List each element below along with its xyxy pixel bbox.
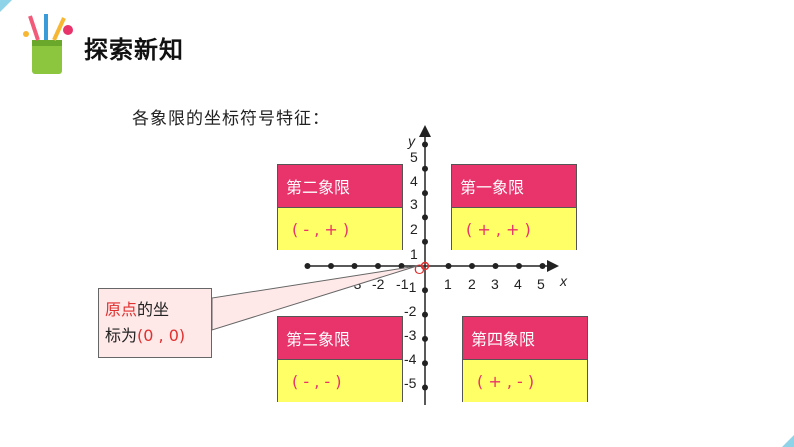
x-axis-dot [398,263,405,269]
pencil-cup-icon [23,14,73,74]
y-tick: 2 [410,221,418,237]
x-axis-dot [539,263,546,269]
quadrant-name: 第一象限 [452,165,576,208]
quadrant-fourth-box: 第四象限 ( + , - ) [462,316,588,402]
y-axis-dot [422,238,428,245]
callout-text: 的坐 [137,300,170,319]
y-tick: 4 [410,173,418,189]
corner-decoration [782,435,794,447]
quadrant-sign: ( + , + ) [452,208,576,250]
y-axis-dot [422,311,428,318]
subtitle: 各象限的坐标符号特征： [132,109,330,129]
origin-callout: 原点的坐 标为(0 , 0) [98,288,212,358]
y-tick: -3 [404,327,417,343]
x-tick: 2 [468,276,476,292]
quadrant-sign: ( + , - ) [463,360,587,402]
y-axis-dot [422,384,428,391]
x-tick: 1 [444,276,452,292]
y-axis-label: y [407,133,416,149]
y-tick: 1 [410,246,418,262]
corner-decoration [0,0,12,12]
x-axis-dot [375,263,381,269]
x-axis-dot [445,263,452,269]
callout-text: (0 , 0) [137,326,186,345]
quadrant-sign: ( - , + ) [278,208,402,250]
x-tick: -2 [372,276,385,292]
x-axis-dot [328,263,334,269]
x-axis-dot [516,263,522,269]
x-axis-label: x [559,273,568,289]
x-tick: -1 [396,276,409,292]
y-tick: -1 [404,279,417,295]
y-axis-dot [422,360,428,367]
quadrant-sign: ( - , - ) [278,360,402,402]
quadrant-name: 第三象限 [278,317,402,360]
y-axis-dot [422,141,428,148]
x-axis-dot [304,263,311,269]
y-tick: -5 [404,375,417,391]
origin-dot [420,261,430,271]
quadrant-second-box: 第二象限 ( - , + ) [277,164,403,250]
y-axis-dot [422,190,428,197]
origin-label: O [414,261,425,277]
y-axis-dot [422,335,428,342]
y-axis-dot [422,165,428,172]
page-title: 探索新知 [84,36,184,64]
y-axis-dot [422,214,428,221]
quadrant-name: 第四象限 [463,317,587,360]
y-tick: 5 [410,149,418,165]
callout-text: 原点 [105,300,138,319]
y-tick: 3 [410,196,418,212]
quadrant-first-box: 第一象限 ( + , + ) [451,164,577,250]
x-axis-dot [492,263,499,269]
x-axis-dot [469,263,475,269]
y-tick: -2 [404,303,417,319]
quadrant-third-box: 第三象限 ( - , - ) [277,316,403,402]
x-tick: 3 [491,276,499,292]
callout-pointer [211,265,418,331]
callout-text: 标为 [105,326,138,345]
y-tick: -4 [404,351,417,367]
x-tick: 5 [537,276,545,292]
quadrant-name: 第二象限 [278,165,402,208]
y-axis-dot [422,287,428,294]
x-axis-dot [351,263,358,269]
x-tick: 4 [514,276,522,292]
